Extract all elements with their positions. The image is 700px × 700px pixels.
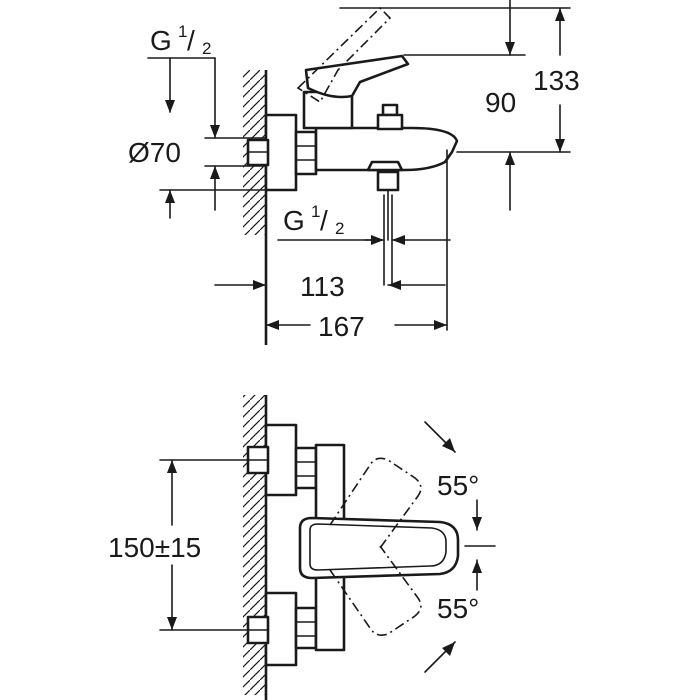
diverter-knob — [381, 103, 399, 117]
depth-113-label: 113 — [300, 271, 345, 302]
svg-text:G: G — [150, 25, 172, 56]
lever-front — [298, 516, 460, 580]
dim-thread-bottom: G 1 / 2 — [277, 202, 451, 245]
thread-top-main: G — [150, 25, 172, 56]
hex-bottom — [294, 606, 318, 650]
wall-hatch-bottom — [243, 395, 265, 695]
thread-bottom-main: G — [283, 205, 305, 236]
side-view: G 1 / 2 Ø70 — [128, 0, 580, 345]
dim-167: 167 — [265, 311, 448, 342]
lever-rotated-up — [329, 457, 422, 549]
spout-outlet — [366, 160, 404, 172]
mixer-body — [314, 126, 459, 172]
height-90-label: 90 — [485, 87, 516, 118]
spacing-label: 150±15 — [108, 532, 201, 563]
dim-113: 113 — [214, 271, 446, 302]
thread-top-sup: 1 — [178, 22, 187, 41]
thread-bottom-sub: 2 — [335, 219, 344, 238]
thread-top-sub: 2 — [202, 39, 211, 58]
lever-raised-outline — [296, 6, 392, 104]
lever-rotated-down — [329, 545, 422, 636]
dim-thread-top: G 1 / 2 — [147, 22, 220, 139]
rosette-bottom — [264, 591, 298, 667]
lever-handle — [304, 54, 410, 99]
diameter-label: Ø70 — [128, 137, 181, 168]
thread-bottom-sup: 1 — [311, 202, 320, 221]
bottom-outlet — [376, 170, 400, 192]
dim-spacing: 150±15 — [108, 459, 249, 631]
rosette-top — [264, 423, 298, 497]
angle-up-label: 55° — [437, 470, 479, 501]
hex-top — [294, 446, 318, 490]
hex-nut — [294, 130, 318, 176]
dim-heights: 90 133 — [339, 0, 580, 211]
wall-rosette — [264, 113, 298, 192]
dim-angles: 55° 55° — [424, 421, 496, 673]
dim-diameter: Ø70 — [128, 137, 267, 211]
height-133-label: 133 — [533, 65, 580, 96]
svg-text:/: / — [320, 205, 328, 236]
svg-text:/: / — [187, 25, 195, 56]
depth-167-label: 167 — [318, 311, 365, 342]
angle-down-label: 55° — [437, 593, 479, 624]
front-view: 150±15 55° 55° — [108, 395, 496, 700]
